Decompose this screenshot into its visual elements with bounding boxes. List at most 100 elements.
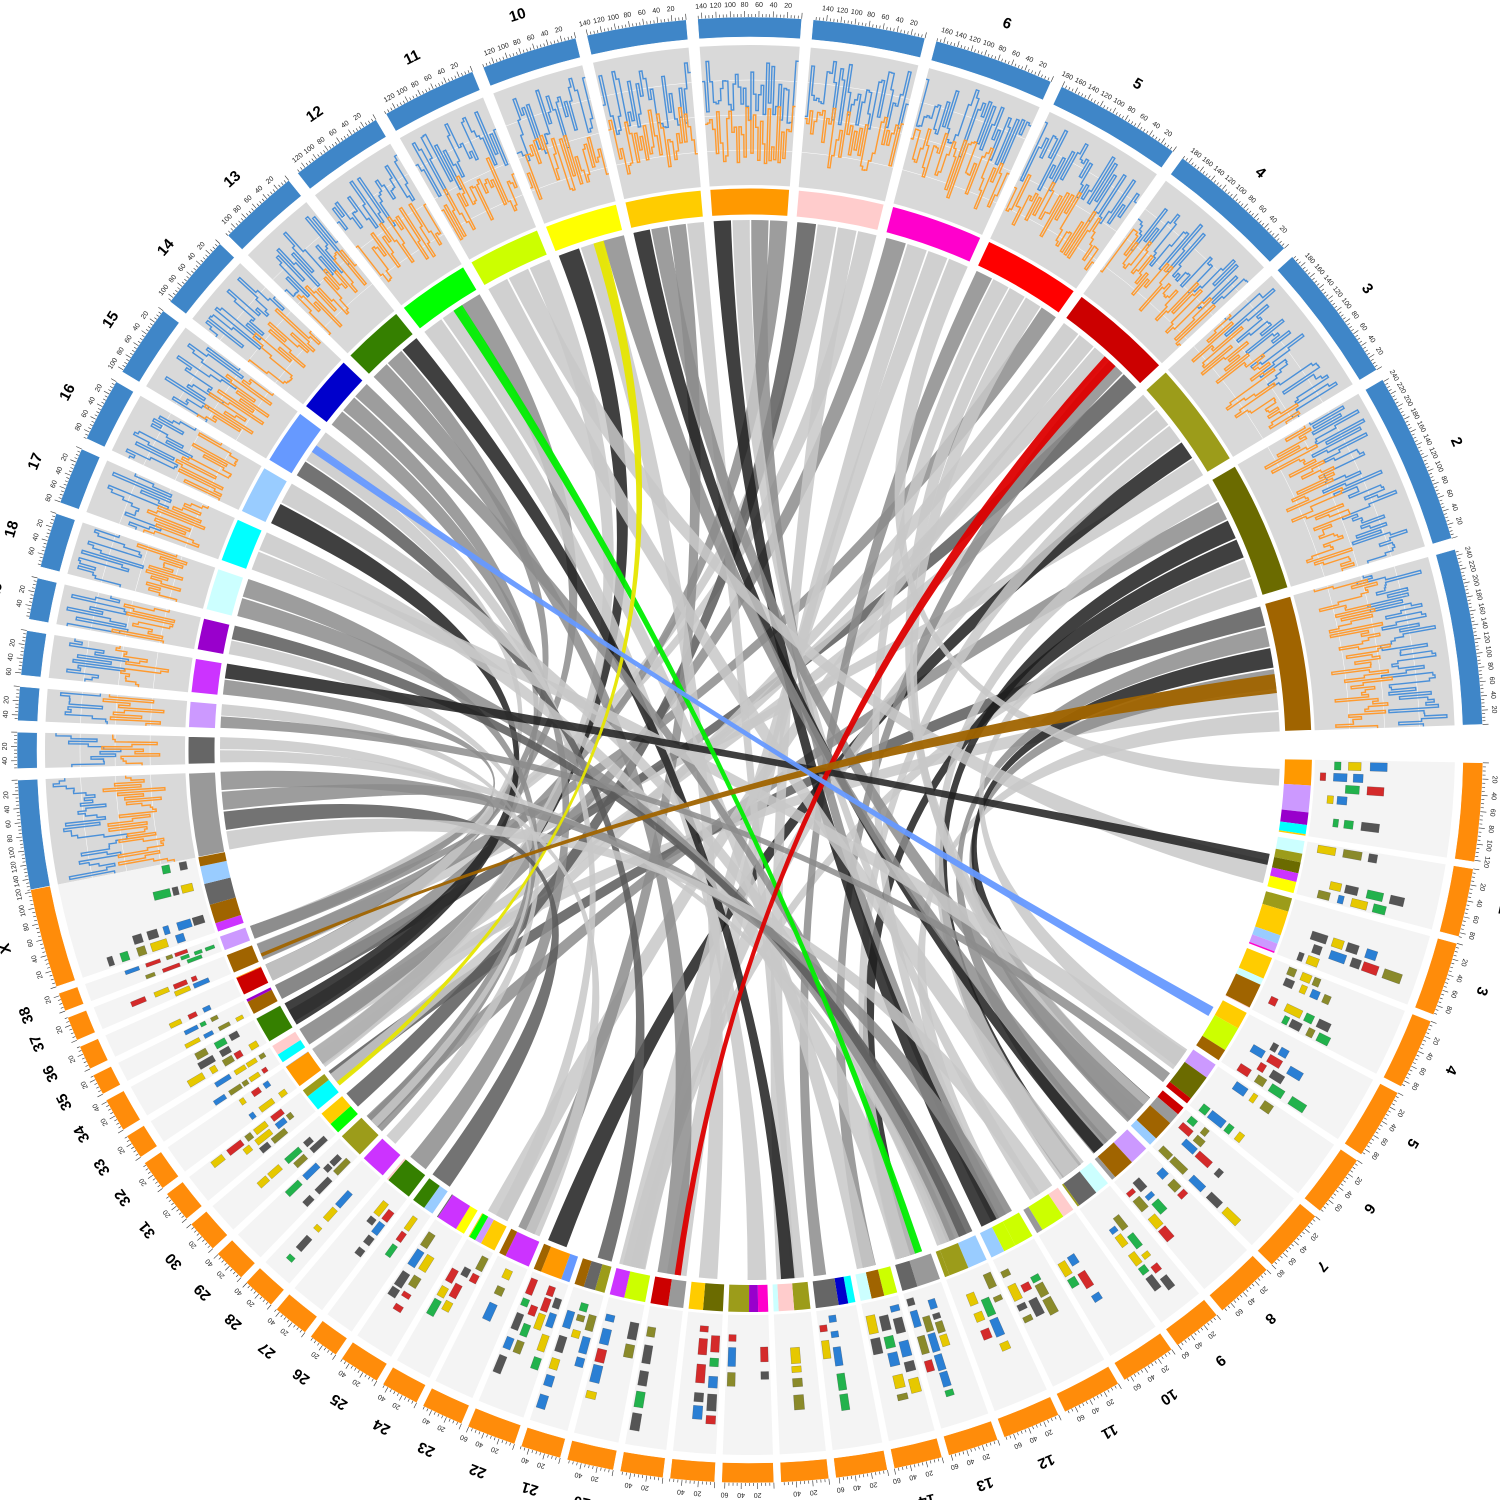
dog-tick bbox=[1141, 1370, 1143, 1373]
dog-chromosome-34 bbox=[106, 1091, 140, 1130]
human-tick-label: 100 bbox=[850, 9, 863, 18]
dog-tick bbox=[1115, 1386, 1116, 1389]
human-tick bbox=[1104, 105, 1105, 108]
human-tick bbox=[1018, 65, 1019, 68]
human-tick bbox=[40, 557, 43, 558]
human-tick bbox=[1208, 176, 1210, 178]
dog-tick bbox=[1468, 897, 1471, 898]
dog-tick bbox=[971, 1449, 972, 1452]
dog-tick bbox=[555, 1457, 556, 1460]
dog-tick bbox=[30, 904, 33, 905]
human-tick bbox=[1072, 89, 1073, 92]
human-tick bbox=[77, 451, 80, 452]
dog-tick bbox=[449, 1419, 450, 1422]
dog-tick bbox=[1444, 986, 1447, 987]
human-tick bbox=[1471, 618, 1474, 619]
dog-tick bbox=[1162, 1356, 1164, 1358]
human-tick-label: 80 bbox=[512, 38, 522, 47]
dog-tick bbox=[982, 1445, 984, 1451]
dog-tick bbox=[324, 1348, 326, 1350]
dog-tick bbox=[646, 1476, 647, 1482]
dog-tick bbox=[94, 1083, 97, 1084]
human-tick bbox=[1449, 527, 1452, 528]
dog-tick bbox=[45, 960, 48, 961]
dog-tick bbox=[456, 1422, 457, 1425]
human-tick bbox=[1437, 493, 1440, 494]
dog-tick bbox=[630, 1473, 631, 1479]
dog-chromosome-label: 28 bbox=[221, 1310, 245, 1334]
human-tick bbox=[574, 32, 575, 38]
dog-tick bbox=[1350, 1171, 1352, 1173]
human-tick bbox=[300, 167, 302, 169]
dog-tick bbox=[1434, 1013, 1437, 1014]
dog-tick-label: 60 bbox=[950, 1462, 960, 1471]
human-tick bbox=[70, 460, 76, 462]
human-tick-label: 200 bbox=[1402, 394, 1414, 408]
dog-tick bbox=[368, 1377, 370, 1380]
dog-chromosome-label: 3 bbox=[1472, 985, 1491, 998]
human-tick bbox=[168, 294, 173, 298]
dog-tick bbox=[274, 1309, 276, 1311]
human-tick bbox=[1409, 427, 1412, 428]
dog-tick bbox=[197, 1234, 199, 1236]
human-tick bbox=[1371, 359, 1374, 361]
human-tick bbox=[85, 434, 88, 435]
human-tick bbox=[60, 494, 63, 495]
dog-tick-label: 20 bbox=[1159, 1363, 1169, 1373]
human-tick bbox=[1478, 667, 1484, 668]
dog-tick-label: 40 bbox=[377, 1392, 387, 1402]
human-tick bbox=[1002, 59, 1003, 62]
human-tick bbox=[1031, 70, 1032, 73]
human-tick bbox=[827, 15, 828, 21]
dog-tick bbox=[1168, 1352, 1170, 1354]
human-tick bbox=[1419, 450, 1422, 451]
human-tick bbox=[391, 108, 392, 111]
dog-tick-label: 20 bbox=[352, 1377, 362, 1387]
dog-synteny-block bbox=[236, 967, 268, 994]
dog-feature-bar bbox=[694, 1392, 704, 1402]
dog-tick bbox=[938, 1458, 939, 1461]
dog-feature-bar bbox=[698, 1338, 708, 1355]
human-tick-label: 20 bbox=[36, 519, 45, 529]
dog-tick bbox=[1448, 975, 1454, 977]
dog-tick bbox=[1214, 1318, 1216, 1320]
human-tick bbox=[405, 96, 408, 101]
dog-tick bbox=[66, 1021, 69, 1022]
dog-tick bbox=[429, 1410, 432, 1415]
human-tick bbox=[184, 279, 186, 281]
dog-tick bbox=[1172, 1350, 1175, 1355]
human-tick bbox=[1183, 156, 1185, 158]
human-tick bbox=[537, 46, 538, 49]
human-tick bbox=[249, 211, 251, 213]
human-tick bbox=[1392, 396, 1395, 397]
human-tick-label: 100 bbox=[1234, 183, 1247, 196]
human-tick bbox=[1028, 69, 1029, 72]
human-tick-label: 40 bbox=[254, 185, 265, 195]
human-tick bbox=[146, 329, 148, 331]
human-tick-label: 240 bbox=[1463, 546, 1473, 559]
dog-tick bbox=[942, 1457, 944, 1463]
human-tick bbox=[544, 43, 545, 46]
human-tick-label: 100 bbox=[1340, 297, 1353, 311]
dog-tick bbox=[1104, 1392, 1107, 1397]
dog-tick-label: 60 bbox=[1180, 1349, 1190, 1359]
human-tick bbox=[206, 250, 210, 254]
dog-tick bbox=[354, 1368, 356, 1371]
dog-synteny-block bbox=[689, 1282, 706, 1310]
dog-tick-label: 60 bbox=[459, 1433, 469, 1442]
dog-tick bbox=[54, 996, 60, 998]
human-tick-label: 120 bbox=[593, 16, 606, 25]
human-tick bbox=[403, 101, 404, 104]
dog-tick-label: 40 bbox=[737, 1491, 745, 1498]
human-tick bbox=[1467, 596, 1473, 597]
dog-feature-bar bbox=[1327, 795, 1334, 803]
human-tick bbox=[1305, 270, 1307, 272]
human-tick-label: 80 bbox=[1439, 475, 1448, 485]
human-tick bbox=[298, 170, 300, 172]
dog-tick bbox=[208, 1249, 212, 1253]
dog-tick bbox=[51, 987, 57, 989]
human-tick bbox=[1459, 565, 1462, 566]
dog-tick-label: 40 bbox=[1090, 1405, 1100, 1415]
dog-tick bbox=[1145, 1368, 1148, 1373]
human-chromosome-label: 13 bbox=[220, 167, 244, 191]
